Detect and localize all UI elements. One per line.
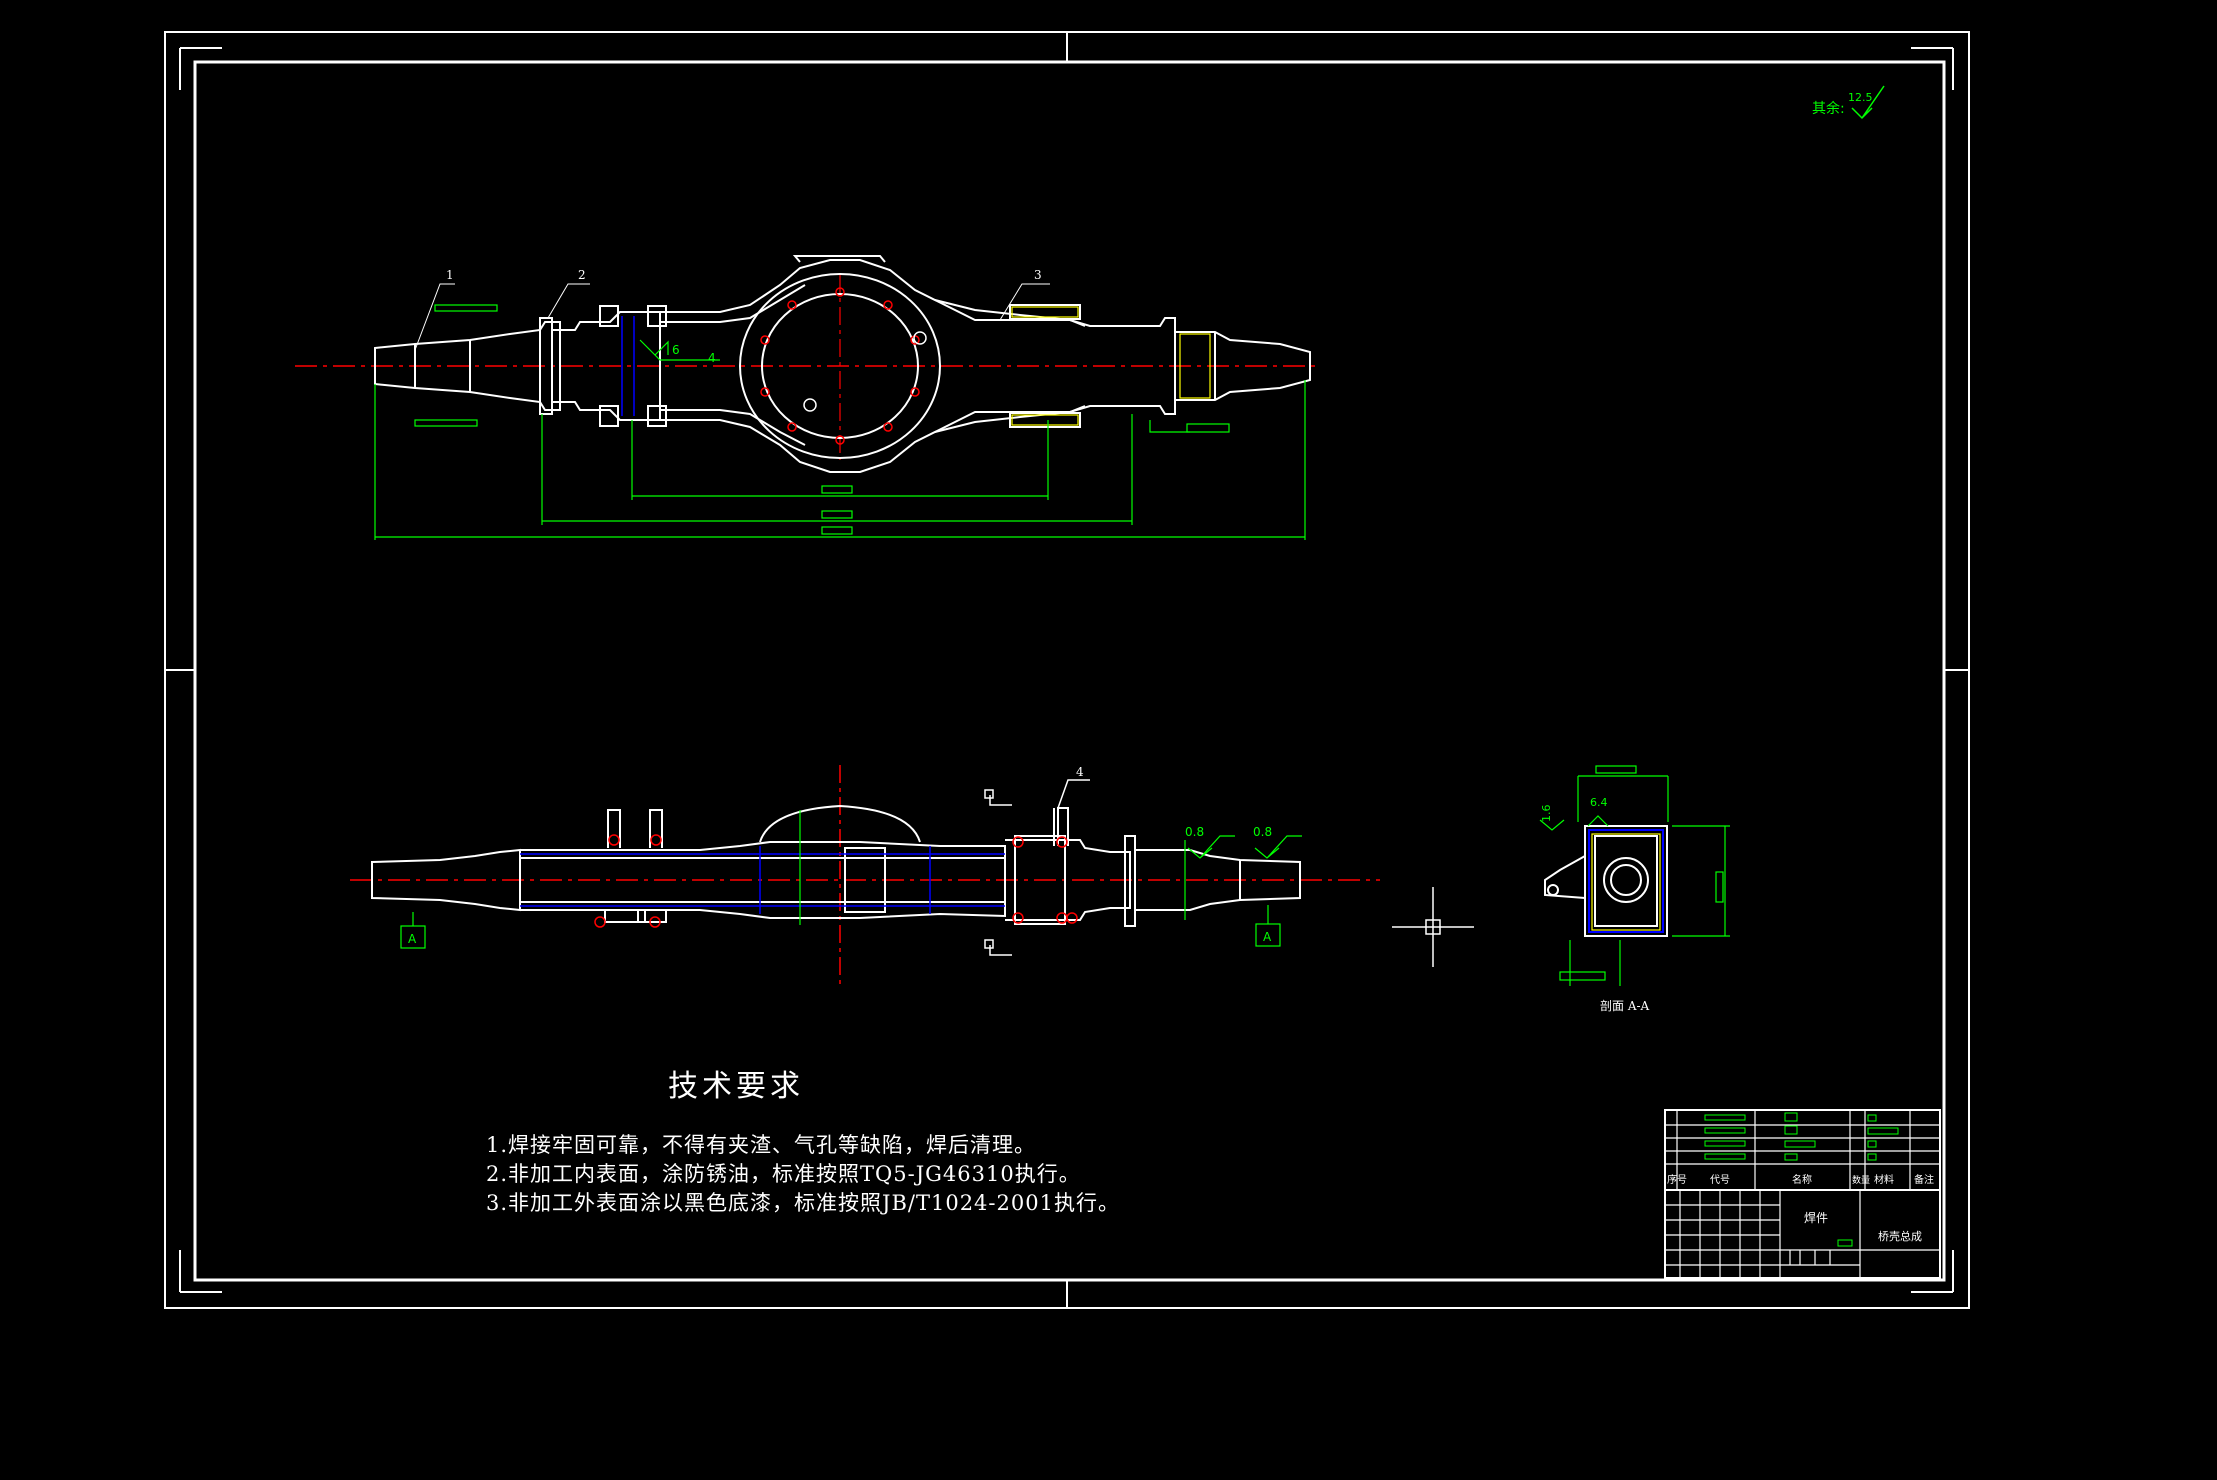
balloon-2: 2 bbox=[578, 268, 586, 282]
tech-requirement-1: 1.焊接牢固可靠，不得有夹渣、气孔等缺陷，焊后清理。 bbox=[486, 1133, 1036, 1157]
section-a-a-view: 6.4 1.6 剖面 A-A bbox=[1539, 765, 1730, 1013]
balloon-4: 4 bbox=[1076, 765, 1084, 779]
header-name: 名称 bbox=[1792, 1173, 1812, 1186]
roughness-6-4: 6.4 bbox=[1590, 796, 1608, 809]
surface-finish-label: 其余: bbox=[1812, 100, 1845, 117]
drawing-name: 桥壳总成 bbox=[1878, 1229, 1922, 1243]
front-view-axle-housing: 0.8 0.8 A A 4 bbox=[350, 765, 1380, 985]
header-qty: 数量 bbox=[1852, 1174, 1870, 1186]
tech-requirement-2: 2.非加工内表面，涂防锈油，标准按照TQ5-JG46310执行。 bbox=[486, 1162, 1081, 1186]
tech-requirements-title: 技术要求 bbox=[668, 1069, 804, 1104]
weld-symbol-6: 6 bbox=[672, 343, 680, 357]
title-block-text: 序号 代号 名称 数量 材料 备注 焊件 桥壳总成 bbox=[1667, 1173, 1934, 1243]
section-label: 剖面 A-A bbox=[1600, 999, 1650, 1013]
surface-finish-note: 其余: 12.5 bbox=[1812, 85, 1885, 120]
roughness-1-6: 1.6 bbox=[1540, 805, 1553, 823]
crosshair-cursor bbox=[1392, 887, 1474, 967]
drawing-frame bbox=[164, 31, 1970, 1309]
title-block-fields bbox=[1704, 1112, 1899, 1247]
balloon-3: 3 bbox=[1034, 268, 1042, 282]
header-code: 代号 bbox=[1710, 1174, 1730, 1186]
balloon-1: 1 bbox=[446, 268, 454, 282]
technical-requirements: 技术要求 1.焊接牢固可靠，不得有夹渣、气孔等缺陷，焊后清理。 2.非加工内表面… bbox=[486, 1069, 1120, 1215]
surface-finish-value: 12.5 bbox=[1848, 91, 1873, 104]
section-mark-a-left: A bbox=[408, 932, 417, 946]
weld-symbol-4: 4 bbox=[708, 351, 716, 365]
header-remark: 备注 bbox=[1914, 1173, 1934, 1186]
section-mark-a-right: A bbox=[1263, 930, 1272, 944]
part-type: 焊件 bbox=[1804, 1210, 1828, 1225]
top-view-axle-housing: 1 2 3 6 4 bbox=[295, 255, 1320, 540]
header-material: 材料 bbox=[1874, 1173, 1894, 1186]
title-block bbox=[1664, 1109, 1941, 1279]
roughness-0-8-right: 0.8 bbox=[1253, 825, 1272, 839]
tech-requirement-3: 3.非加工外表面涂以黑色底漆，标准按照JB/T1024-2001执行。 bbox=[486, 1191, 1120, 1215]
roughness-0-8-left: 0.8 bbox=[1185, 825, 1204, 839]
header-seq: 序号 bbox=[1667, 1173, 1687, 1186]
